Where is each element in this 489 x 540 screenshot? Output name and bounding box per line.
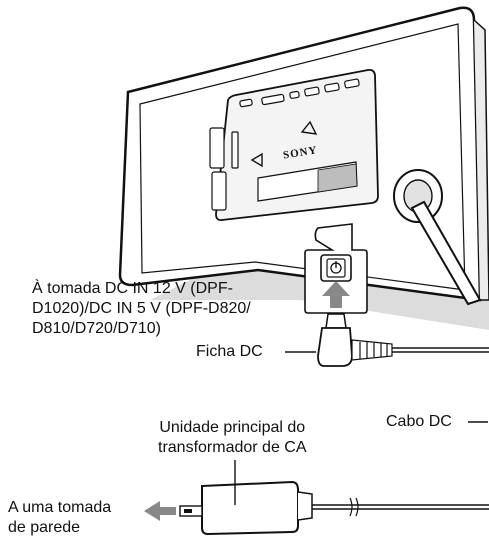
plug-icon — [317, 327, 353, 367]
adapter-body — [201, 480, 299, 536]
stand — [393, 169, 482, 306]
arrow-left-icon — [144, 501, 176, 521]
dc-in-line-2: D1020)/DC IN 5 V (DPF-D820/ — [32, 300, 251, 317]
photo-frame — [118, 6, 489, 330]
dc-plug-assembly — [317, 313, 489, 367]
socket-callout — [304, 223, 368, 314]
mount-mark — [300, 120, 318, 135]
adapter-line-1: Unidade principal do — [159, 419, 306, 436]
dc-in-line-1: À tomada DC IN 12 V (DPF- — [32, 280, 233, 297]
arrow-up-icon — [322, 281, 350, 308]
adapter-line-2: transformador de CA — [158, 439, 307, 456]
dc-cable-label: Cabo DC — [386, 413, 452, 430]
button-row — [239, 78, 360, 108]
dc-in-socket-label: À tomada DC IN 12 V (DPF- D1020)/DC IN 5… — [32, 279, 251, 339]
frame-edge — [473, 19, 489, 301]
wall-line-2: de parede — [8, 519, 81, 536]
speaker-grille — [317, 163, 358, 193]
card-slots — [209, 127, 239, 211]
wall-outlet-label: A uma tomada de parede — [8, 498, 111, 538]
dc-in-line-3: D810/D720/D710) — [32, 320, 161, 337]
mount-mark-2 — [250, 152, 263, 168]
wall-line-1: A uma tomada — [8, 499, 112, 516]
ac-adapter — [179, 460, 489, 536]
dc-plug-label: Ficha DC — [196, 343, 263, 360]
adapter-unit-label: Unidade principal do transformador de CA — [158, 418, 307, 458]
